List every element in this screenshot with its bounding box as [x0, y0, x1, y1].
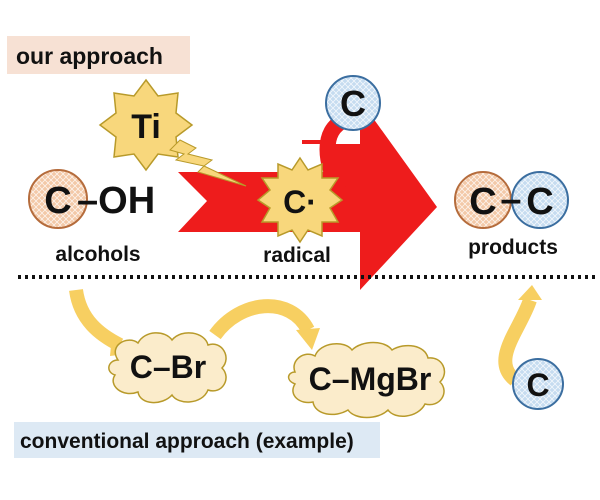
bottom-partner-label: C — [526, 367, 549, 403]
products-label: products — [468, 236, 558, 259]
alcohols-label: alcohols — [55, 243, 140, 266]
conventional-approach-label: conventional approach (example) — [20, 430, 354, 453]
alcohol-formula-rest: –OH — [77, 180, 155, 222]
product-carbon-right — [511, 171, 569, 229]
radical-symbol: C· — [283, 184, 317, 220]
alcohol-carbon-atom — [28, 169, 88, 229]
yellow-arrow-2-head — [296, 328, 320, 350]
conventional-approach-banner — [14, 422, 380, 458]
radical-burst — [256, 156, 344, 244]
partner-carbon-label: C — [340, 83, 366, 124]
product-bond: – — [500, 179, 521, 221]
product-left-label: C — [469, 181, 496, 223]
radical-label: radical — [263, 244, 331, 267]
our-approach-banner — [7, 36, 190, 74]
yellow-arrow-3 — [498, 297, 537, 386]
ti-star-badge — [98, 78, 194, 172]
ti-label: Ti — [131, 108, 161, 146]
yellow-arrow-3-head — [518, 285, 542, 300]
partner-carbon-atom — [325, 75, 381, 131]
yellow-arrow-2 — [209, 299, 315, 340]
cmgbr-label: C–MgBr — [309, 361, 432, 397]
cmgbr-cloud — [287, 341, 446, 419]
cbr-label: C–Br — [130, 349, 206, 385]
product-right-label: C — [526, 181, 553, 223]
cbr-cloud — [108, 332, 227, 404]
bottom-partner-carbon — [512, 358, 564, 410]
lightning-bolt — [169, 139, 247, 187]
our-approach-label: our approach — [16, 43, 163, 69]
alcohol-carbon-label: C — [44, 180, 71, 222]
